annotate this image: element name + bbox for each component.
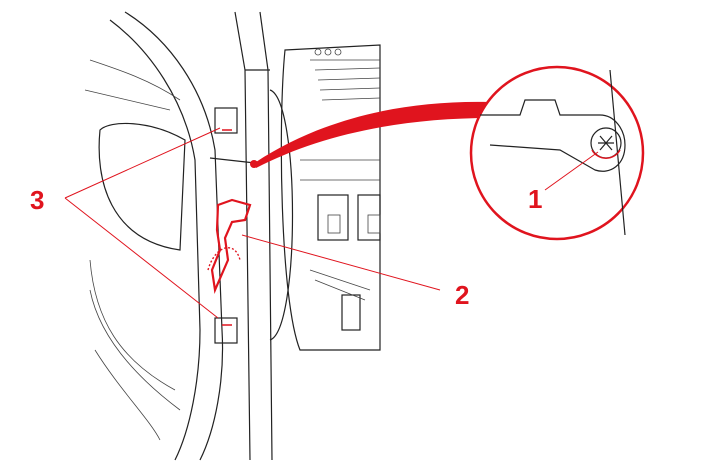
callout-3: 3 xyxy=(30,185,45,215)
callout-leaders xyxy=(64,127,599,319)
callout-1: 1 xyxy=(528,184,543,214)
magnifier-leader xyxy=(256,101,490,168)
door-panel xyxy=(84,11,224,461)
a-pillar xyxy=(234,11,294,461)
hinges xyxy=(214,107,238,344)
magnified-detail xyxy=(469,65,645,241)
callout-2: 2 xyxy=(455,280,470,310)
dashboard xyxy=(280,44,381,351)
